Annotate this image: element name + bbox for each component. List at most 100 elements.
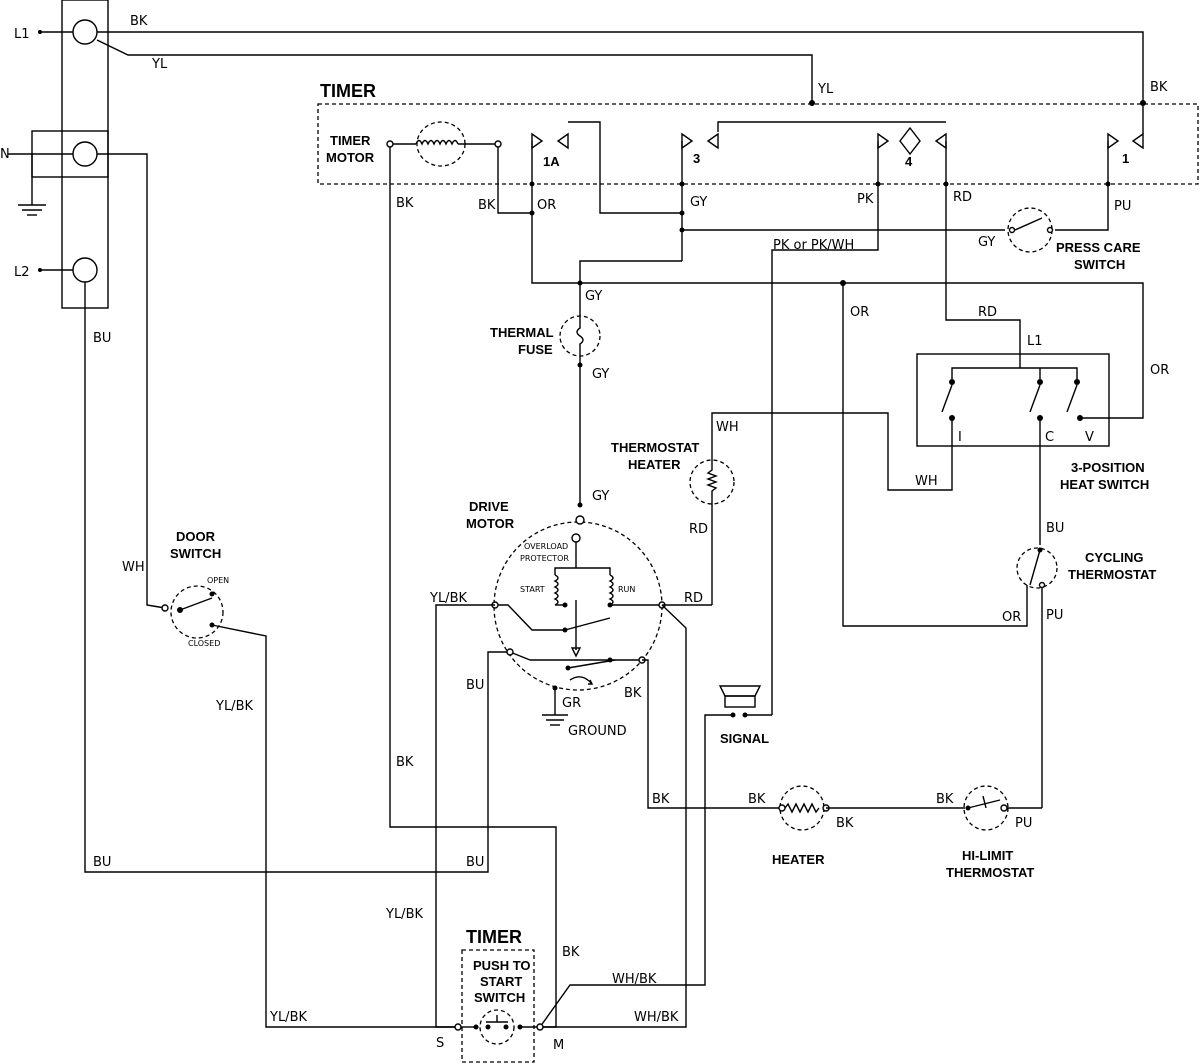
svg-text:DOOR: DOOR: [176, 529, 216, 544]
svg-text:THERMOSTAT: THERMOSTAT: [946, 865, 1034, 880]
svg-text:GY: GY: [592, 489, 609, 504]
svg-text:BK: BK: [478, 198, 496, 213]
svg-text:YL: YL: [151, 57, 168, 72]
svg-text:START: START: [480, 974, 522, 989]
label-l1: L1: [14, 27, 30, 42]
press-care-switch: GY PRESS CARE SWITCH: [978, 207, 1141, 272]
svg-text:PU: PU: [1046, 608, 1063, 623]
svg-text:GY: GY: [585, 289, 602, 304]
svg-text:BK: BK: [624, 686, 642, 701]
svg-text:THERMOSTAT: THERMOSTAT: [1068, 567, 1156, 582]
svg-text:BK: BK: [1150, 80, 1168, 95]
svg-text:BK: BK: [748, 792, 766, 807]
svg-text:HEATER: HEATER: [628, 457, 681, 472]
svg-text:YL/BK: YL/BK: [215, 699, 253, 714]
svg-text:OR: OR: [1002, 610, 1021, 625]
svg-text:BK: BK: [936, 792, 954, 807]
signal-buzzer: WH/BK SIGNAL: [539, 685, 772, 1028]
svg-text:BK: BK: [130, 14, 148, 29]
svg-text:PU: PU: [1015, 816, 1032, 831]
cycling-thermostat: BU OR PU CYCLING THERMOSTAT: [1002, 521, 1156, 808]
svg-text:YL/BK: YL/BK: [385, 907, 423, 922]
svg-text:BK: BK: [836, 816, 854, 831]
svg-text:RD: RD: [684, 591, 703, 606]
door-switch: WH OPEN CLOSED DOOR SWITCH YL/BK YL/BK: [97, 153, 458, 1028]
thermal-fuse: GY GY THERMAL FUSE: [490, 289, 609, 505]
svg-text:BK: BK: [562, 945, 580, 960]
svg-text:FUSE: FUSE: [518, 342, 553, 357]
svg-text:DRIVE: DRIVE: [469, 499, 509, 514]
svg-text:BU: BU: [93, 855, 111, 870]
svg-text:GROUND: GROUND: [568, 724, 627, 739]
svg-text:PROTECTOR: PROTECTOR: [520, 554, 569, 563]
svg-text:OR: OR: [537, 198, 556, 213]
timer-title: TIMER: [320, 81, 376, 101]
svg-text:L1: L1: [1027, 334, 1043, 349]
hi-limit-thermostat: BK PU HI-LIMIT THERMOSTAT: [936, 785, 1042, 880]
svg-text:BU: BU: [466, 678, 484, 693]
terminal-l1: [72, 19, 98, 45]
svg-text:RUN: RUN: [618, 585, 635, 594]
svg-text:3-POSITION: 3-POSITION: [1071, 460, 1145, 475]
svg-text:GY: GY: [690, 195, 707, 210]
svg-text:OR: OR: [850, 305, 869, 320]
svg-text:WH: WH: [122, 560, 145, 575]
svg-text:YL: YL: [817, 82, 834, 97]
svg-text:MOTOR: MOTOR: [466, 516, 515, 531]
timer-output-wires: BK OR OR OR GY PK PK or PK/WH RD RD PU: [478, 147, 1169, 715]
timer-motor-wire: BK BK BK: [389, 147, 580, 1028]
svg-text:I: I: [958, 430, 962, 445]
svg-text:TIMER: TIMER: [330, 133, 371, 148]
timer-box: TIMER TIMER MOTOR 1A 3 4 1: [317, 81, 1199, 214]
motor-connections: YL/BK YL/BK RD WH/BK BK BK: [385, 591, 782, 1028]
svg-text:YL/BK: YL/BK: [269, 1010, 307, 1025]
bu-neutral-wire: BU BU BU BU: [84, 282, 510, 873]
label-n: N: [0, 147, 10, 162]
svg-text:3: 3: [693, 151, 700, 166]
terminal-block: L1 N L2: [0, 0, 109, 309]
svg-text:OVERLOAD: OVERLOAD: [524, 542, 568, 551]
svg-text:M: M: [553, 1038, 564, 1053]
svg-text:SIGNAL: SIGNAL: [720, 731, 769, 746]
svg-text:1A: 1A: [543, 154, 560, 169]
svg-text:OPEN: OPEN: [207, 576, 229, 585]
svg-text:BK: BK: [396, 755, 414, 770]
terminal-l2: [72, 257, 98, 283]
svg-text:MOTOR: MOTOR: [326, 150, 375, 165]
svg-text:START: START: [520, 585, 545, 594]
svg-text:HEAT SWITCH: HEAT SWITCH: [1060, 477, 1149, 492]
svg-text:THERMOSTAT: THERMOSTAT: [611, 440, 699, 455]
svg-text:RD: RD: [978, 305, 997, 320]
svg-text:RD: RD: [953, 190, 972, 205]
svg-text:PK or PK/WH: PK or PK/WH: [773, 238, 854, 253]
svg-text:CLOSED: CLOSED: [188, 639, 220, 648]
svg-text:BU: BU: [93, 331, 111, 346]
heater: BK BK HEATER: [748, 785, 965, 867]
svg-text:GR: GR: [562, 696, 581, 711]
svg-text:BK: BK: [396, 196, 414, 211]
label-l2: L2: [14, 265, 30, 280]
svg-text:SWITCH: SWITCH: [170, 546, 221, 561]
svg-text:BU: BU: [466, 855, 484, 870]
terminal-n: [72, 141, 98, 167]
svg-text:WH: WH: [716, 420, 739, 435]
svg-text:WH/BK: WH/BK: [634, 1010, 679, 1025]
svg-text:CYCLING: CYCLING: [1085, 550, 1144, 565]
svg-text:WH: WH: [915, 474, 938, 489]
thermostat-heater: WH RD THERMOSTAT HEATER: [611, 420, 739, 605]
top-wires: BK YL YL BK: [96, 14, 1168, 106]
svg-text:RD: RD: [689, 522, 708, 537]
svg-text:PUSH TO: PUSH TO: [473, 958, 531, 973]
svg-text:PK: PK: [857, 192, 874, 207]
svg-text:SWITCH: SWITCH: [1074, 257, 1125, 272]
svg-text:V: V: [1085, 430, 1094, 445]
svg-text:PRESS CARE: PRESS CARE: [1056, 240, 1141, 255]
svg-text:BU: BU: [1046, 521, 1064, 536]
svg-text:YL/BK: YL/BK: [429, 591, 467, 606]
svg-text:PU: PU: [1114, 199, 1131, 214]
svg-text:HEATER: HEATER: [772, 852, 825, 867]
svg-text:BK: BK: [652, 792, 670, 807]
svg-text:THERMAL: THERMAL: [490, 325, 554, 340]
drive-motor: OVERLOAD PROTECTOR GY DRIVE MOTOR START …: [466, 489, 666, 739]
